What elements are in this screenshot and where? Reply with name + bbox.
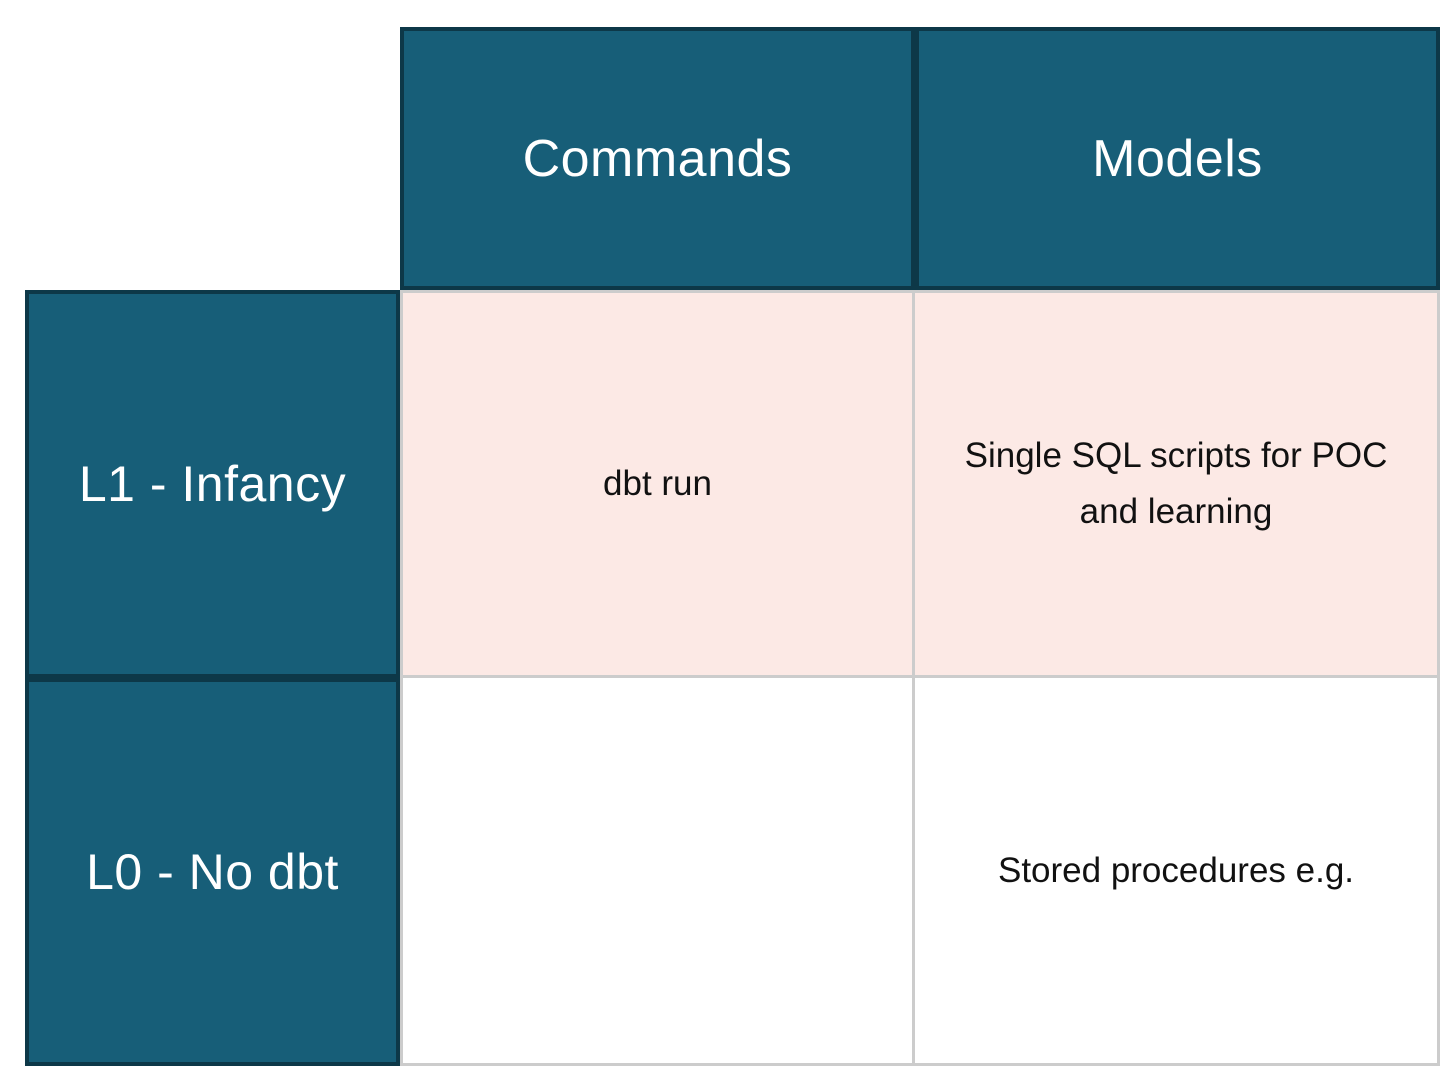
column-header-commands-label: Commands — [522, 129, 793, 188]
row-header-l1-infancy: L1 - Infancy — [25, 290, 400, 678]
cell-l0-models-text: Stored procedures e.g. — [997, 850, 1355, 890]
column-header-models-label: Models — [1092, 129, 1263, 188]
cell-l1-commands-text: dbt run — [603, 464, 712, 503]
cell-l1-models: Single SQL scripts for POC and learning — [915, 290, 1440, 678]
column-header-commands: Commands — [400, 27, 915, 290]
cell-l0-commands — [400, 678, 915, 1066]
column-header-models: Models — [915, 27, 1440, 290]
corner-spacer-cell — [25, 27, 400, 290]
row-header-l1-infancy-label: L1 - Infancy — [78, 456, 347, 512]
row-header-l0-no-dbt: L0 - No dbt — [25, 678, 400, 1066]
maturity-matrix-table: Commands Models L1 - Infancy dbt run Sin… — [25, 27, 1440, 1066]
cell-l0-models: Stored procedures e.g. — [915, 678, 1440, 1066]
cell-l1-models-text: Single SQL scripts for POC and learning — [964, 436, 1388, 531]
row-header-l0-no-dbt-label: L0 - No dbt — [86, 844, 339, 900]
cell-l1-commands: dbt run — [400, 290, 915, 678]
